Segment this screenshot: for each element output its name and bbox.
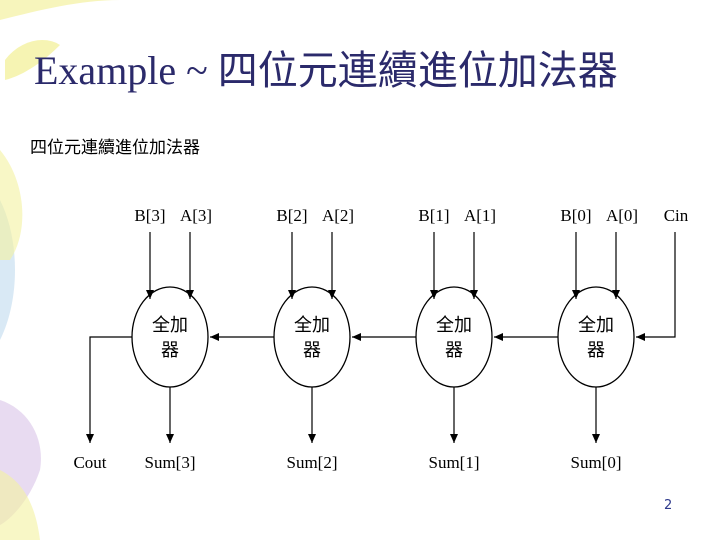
full-adder-label-bottom-2: 器 bbox=[303, 340, 321, 361]
input-b-label-0: B[0] bbox=[560, 206, 591, 225]
decor-yellow-arc bbox=[0, 150, 23, 260]
full-adder-label-top-1: 全加 bbox=[436, 315, 472, 336]
full-adder-label-top-3: 全加 bbox=[152, 315, 188, 336]
full-adder-label-bottom-3: 器 bbox=[161, 340, 179, 361]
slide-title: Example ~ 四位元連續進位加法器 bbox=[34, 48, 618, 93]
full-adder-1 bbox=[415, 286, 493, 388]
full-adder-label-bottom-0: 器 bbox=[587, 340, 605, 361]
sum-label-3: Sum[3] bbox=[145, 453, 196, 472]
full-adder-label-top-2: 全加 bbox=[294, 315, 330, 336]
carry-out-label: Cout bbox=[73, 453, 106, 472]
decor-yellow-bottom bbox=[0, 470, 40, 540]
sum-label-0: Sum[0] bbox=[571, 453, 622, 472]
full-adder-2 bbox=[273, 286, 351, 388]
input-b-label-3: B[3] bbox=[134, 206, 165, 225]
full-adder-3 bbox=[131, 286, 209, 388]
sum-label-2: Sum[2] bbox=[287, 453, 338, 472]
input-b-label-1: B[1] bbox=[418, 206, 449, 225]
input-a-label-1: A[1] bbox=[464, 206, 496, 225]
carry-in-label: Cin bbox=[664, 206, 689, 225]
input-b-label-2: B[2] bbox=[276, 206, 307, 225]
sum-label-1: Sum[1] bbox=[429, 453, 480, 472]
slide-subtitle: 四位元連續進位加法器 bbox=[30, 138, 200, 158]
decor-yellow-leaf bbox=[5, 40, 60, 80]
full-adder-label-top-0: 全加 bbox=[578, 315, 614, 336]
full-adder-0 bbox=[557, 286, 635, 388]
page-number: 2 bbox=[664, 498, 673, 513]
input-a-label-3: A[3] bbox=[180, 206, 212, 225]
carry-in-arrow bbox=[636, 232, 676, 341]
full-adder-label-bottom-1: 器 bbox=[445, 340, 463, 361]
input-a-label-2: A[2] bbox=[322, 206, 354, 225]
carry-out-arrow bbox=[86, 336, 132, 443]
input-a-label-0: A[0] bbox=[606, 206, 638, 225]
decor-yellow-swoosh bbox=[0, 0, 120, 20]
